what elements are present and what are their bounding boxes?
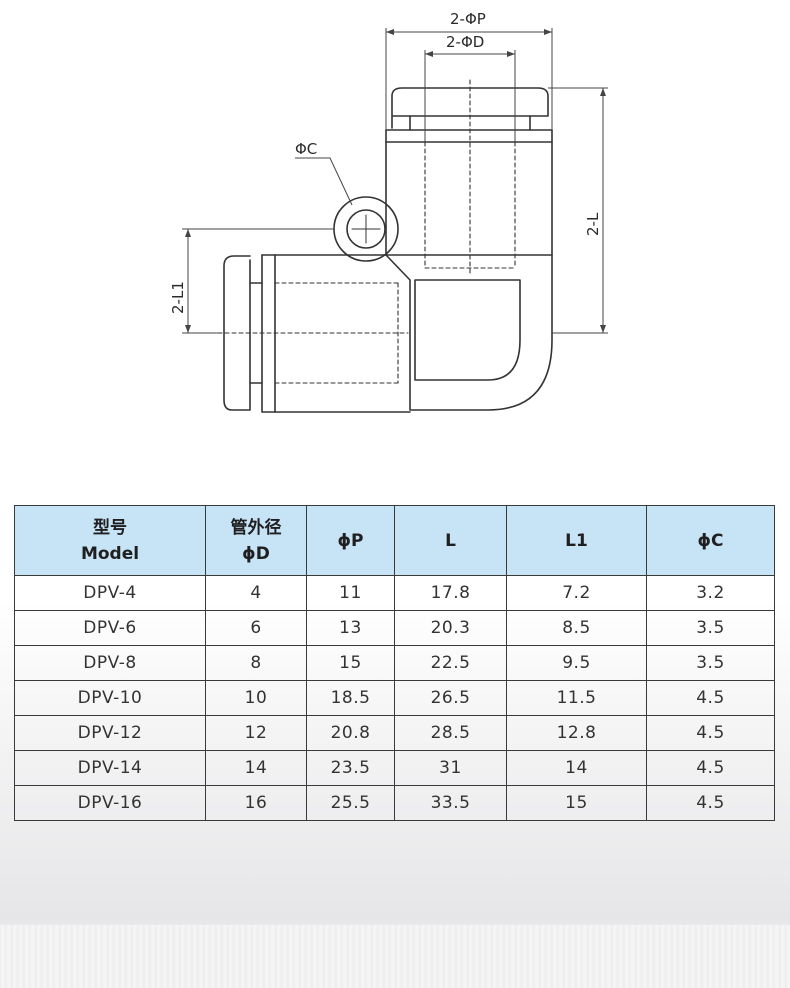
table-cell: 13 <box>306 610 395 646</box>
table-cell: 15 <box>306 645 395 681</box>
dim-label-l: 2-L <box>584 212 602 236</box>
table-cell: 22.5 <box>394 645 507 681</box>
table-cell: 12.8 <box>506 715 647 751</box>
elbow-inner-curve <box>414 279 521 381</box>
table-cell: 20.3 <box>394 610 507 646</box>
table-cell: DPV-16 <box>14 785 206 821</box>
top-release-collar <box>391 87 549 129</box>
table-cell: 11.5 <box>506 680 647 716</box>
table-cell: 8.5 <box>506 610 647 646</box>
table-cell: 26.5 <box>394 680 507 716</box>
dim-label-c: ΦC <box>295 140 317 158</box>
dim-label-d: 2-ΦD <box>446 33 484 51</box>
table-cell: 28.5 <box>394 715 507 751</box>
table-cell: DPV-12 <box>14 715 206 751</box>
table-cell: DPV-10 <box>14 680 206 716</box>
table-cell: 23.5 <box>306 750 395 786</box>
table-cell: 16 <box>205 785 307 821</box>
table-cell: 18.5 <box>306 680 395 716</box>
table-cell: 9.5 <box>506 645 647 681</box>
table-cell: 15 <box>506 785 647 821</box>
table-cell: 10 <box>205 680 307 716</box>
table-cell: 25.5 <box>306 785 395 821</box>
table-cell: 31 <box>394 750 507 786</box>
mounting-hole-inner <box>346 209 386 249</box>
table-cell: 3.5 <box>646 645 775 681</box>
header-l1: L1 <box>506 505 647 576</box>
table-cell: 11 <box>306 575 395 611</box>
table-cell: 12 <box>205 715 307 751</box>
table-cell: 17.8 <box>394 575 507 611</box>
fitting-technical-drawing: 2-ΦP 2-ΦD ΦC 2-L 2-L1 <box>0 0 790 470</box>
table-cell: 4.5 <box>646 785 775 821</box>
header-c: ϕC <box>646 505 775 576</box>
table-cell: 14 <box>506 750 647 786</box>
bottom-texture-strip <box>0 925 790 988</box>
table-cell: 3.2 <box>646 575 775 611</box>
table-cell: 8 <box>205 645 307 681</box>
table-cell: 14 <box>205 750 307 786</box>
table-cell: 3.5 <box>646 610 775 646</box>
table-cell: 20.8 <box>306 715 395 751</box>
dim-label-l1: 2-L1 <box>169 281 187 314</box>
horizontal-body-outline <box>261 254 411 413</box>
table-cell: 4.5 <box>646 680 775 716</box>
dim-label-p: 2-ΦP <box>450 10 486 28</box>
table-cell: DPV-14 <box>14 750 206 786</box>
header-l: L <box>394 505 507 576</box>
table-cell: 4.5 <box>646 715 775 751</box>
table-cell: 7.2 <box>506 575 647 611</box>
table-cell: DPV-4 <box>14 575 206 611</box>
table-cell: DPV-8 <box>14 645 206 681</box>
table-cell: 6 <box>205 610 307 646</box>
table-cell: 4 <box>205 575 307 611</box>
header-p: ϕP <box>306 505 395 576</box>
table-cell: 33.5 <box>394 785 507 821</box>
left-release-collar <box>223 255 251 411</box>
table-cell: 4.5 <box>646 750 775 786</box>
table-cell: DPV-6 <box>14 610 206 646</box>
vertical-body-outline <box>385 129 553 411</box>
